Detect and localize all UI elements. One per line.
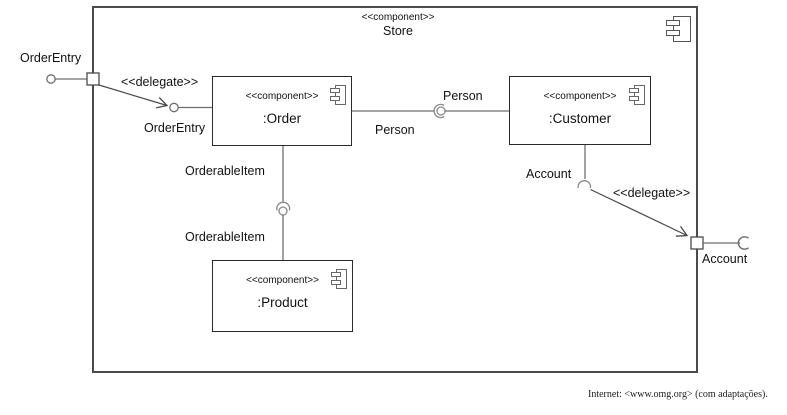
person-ball bbox=[436, 106, 446, 116]
customer-stereotype: <<component>> bbox=[543, 91, 617, 102]
source-caption: Internet: <www.omg.org> (com adaptações)… bbox=[588, 389, 768, 400]
component-icon bbox=[330, 85, 346, 106]
port-right bbox=[690, 236, 704, 250]
component-icon-body bbox=[336, 269, 347, 289]
component-product: <<component>> :Product bbox=[212, 260, 353, 332]
order-stereotype: <<component>> bbox=[245, 91, 319, 102]
label-orderentry-inner: OrderEntry bbox=[144, 121, 206, 135]
label-orderableitem-lower: OrderableItem bbox=[185, 230, 265, 244]
orderentry-lollipop-ball bbox=[46, 74, 56, 84]
label-account-outer: Account bbox=[702, 252, 748, 266]
orderableitem-socket-arc bbox=[276, 201, 291, 211]
delegate-left-arrow bbox=[98, 84, 169, 109]
label-delegate-right: <<delegate>> bbox=[613, 186, 691, 200]
label-person-lower: Person bbox=[375, 123, 415, 137]
label-orderentry-outer: OrderEntry bbox=[20, 51, 82, 65]
customer-name: :Customer bbox=[548, 111, 612, 126]
delegate-right-arrow bbox=[590, 188, 689, 237]
component-icon-tab bbox=[331, 272, 341, 277]
store-name: Store bbox=[383, 24, 413, 38]
component-icon-tab bbox=[666, 20, 680, 26]
label-orderableitem-upper: OrderableItem bbox=[185, 164, 265, 178]
store-component-frame bbox=[92, 6, 698, 373]
account-socket-arc bbox=[577, 180, 592, 189]
account-outer-socket-arc bbox=[737, 236, 749, 250]
label-delegate-left: <<delegate>> bbox=[121, 75, 199, 89]
component-customer: <<component>> :Customer bbox=[509, 76, 651, 145]
label-person-upper: Person bbox=[443, 89, 483, 103]
component-icon bbox=[666, 16, 692, 43]
store-header: <<component>> Store bbox=[328, 12, 468, 38]
order-provided-ball bbox=[169, 102, 179, 113]
port-left bbox=[86, 72, 100, 86]
component-icon-tab bbox=[629, 88, 639, 93]
product-name: :Product bbox=[257, 295, 308, 310]
component-icon-tab bbox=[330, 88, 340, 93]
component-icon bbox=[331, 269, 347, 290]
label-account-inner: Account bbox=[526, 167, 572, 181]
store-stereotype: <<component>> bbox=[361, 12, 435, 23]
component-icon-tab bbox=[331, 280, 341, 285]
component-icon-body bbox=[634, 85, 645, 105]
person-socket-arc bbox=[433, 103, 445, 119]
component-icon-body bbox=[335, 85, 346, 105]
component-icon bbox=[629, 85, 645, 106]
product-stereotype: <<component>> bbox=[246, 275, 319, 286]
component-icon-tab bbox=[330, 96, 340, 101]
component-icon-tab bbox=[629, 96, 639, 101]
component-order: <<component>> :Order bbox=[212, 76, 352, 146]
component-icon-tab bbox=[666, 30, 680, 36]
orderableitem-ball bbox=[278, 206, 288, 216]
order-name: :Order bbox=[262, 111, 302, 126]
